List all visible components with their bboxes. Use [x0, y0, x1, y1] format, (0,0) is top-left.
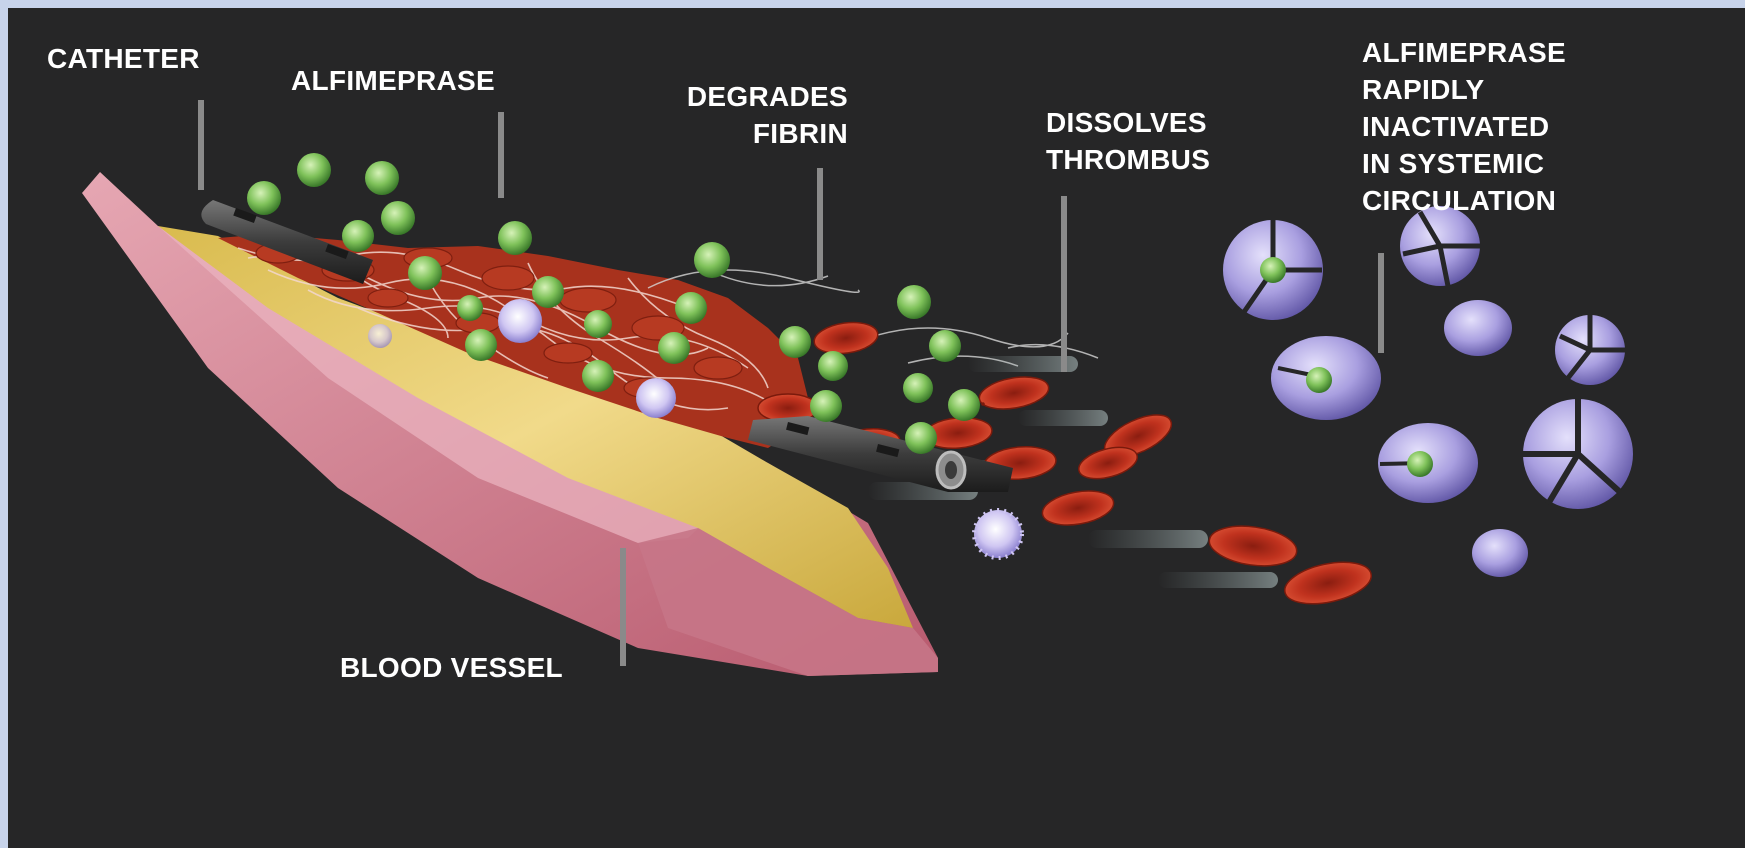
- blood-vessel-leader-line: [620, 548, 626, 666]
- dissolves-thrombus-label: DISSOLVES THROMBUS: [1046, 104, 1210, 178]
- inactivated-proteins: [1223, 206, 1633, 577]
- inactivated-leader-line: [1378, 253, 1384, 353]
- degrades-fibrin-leader-line: [817, 168, 823, 280]
- degrades-fibrin-label: DEGRADES FIBRIN: [608, 78, 848, 152]
- illustration-frame: CATHETER ALFIMEPRASE DEGRADES FIBRIN DIS…: [8, 8, 1745, 848]
- catheter-label: CATHETER: [47, 40, 200, 77]
- blood-vessel-label: BLOOD VESSEL: [340, 649, 563, 686]
- dissolves-thrombus-leader-line: [1061, 196, 1067, 372]
- alfimeprase-leader-line: [498, 112, 504, 198]
- alfimeprase-label: ALFIMEPRASE: [291, 62, 495, 99]
- inactivated-label: ALFIMEPRASE RAPIDLY INACTIVATED IN SYSTE…: [1362, 34, 1566, 219]
- catheter-leader-line: [198, 100, 204, 190]
